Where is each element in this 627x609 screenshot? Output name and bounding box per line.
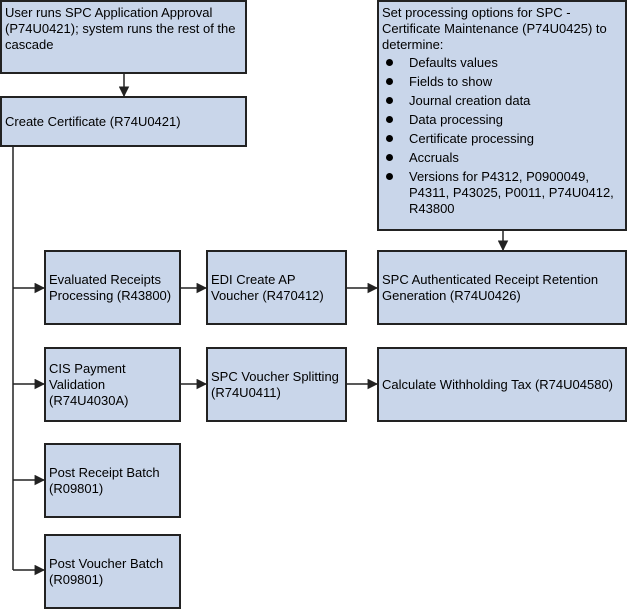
post-receipt-text: Post Receipt Batch (R09801) xyxy=(49,464,160,496)
option-item: Versions for P4312, P0900049, P4311, P43… xyxy=(382,169,622,217)
option-item: Fields to show xyxy=(382,74,622,90)
evaluated-receipts-text: Evaluated Receipts Processing (R43800) xyxy=(49,271,172,303)
evaluated-receipts-box: Evaluated Receipts Processing (R43800) xyxy=(44,250,181,325)
cis-payment-text: CIS Payment Validation (R74U4030A) xyxy=(49,360,129,408)
processing-options-title: Set processing options for SPC - Certifi… xyxy=(382,5,607,52)
post-voucher-text: Post Voucher Batch (R09801) xyxy=(49,555,164,587)
processing-options-box: Set processing options for SPC - Certifi… xyxy=(377,0,627,231)
spc-voucher-text: SPC Voucher Splitting (R74U0411) xyxy=(211,368,339,400)
option-item: Data processing xyxy=(382,112,622,128)
edi-create-ap-text: EDI Create AP Voucher (R470412) xyxy=(211,271,324,303)
option-item: Defaults values xyxy=(382,55,622,71)
processing-options-list: Defaults values Fields to show Journal c… xyxy=(382,55,622,217)
create-certificate-text: Create Certificate (R74U0421) xyxy=(5,113,181,129)
spc-retention-box: SPC Authenticated Receipt Retention Gene… xyxy=(377,250,627,325)
edi-create-ap-box: EDI Create AP Voucher (R470412) xyxy=(206,250,347,325)
post-voucher-box: Post Voucher Batch (R09801) xyxy=(44,534,181,609)
cis-payment-box: CIS Payment Validation (R74U4030A) xyxy=(44,347,181,422)
spc-voucher-box: SPC Voucher Splitting (R74U0411) xyxy=(206,347,347,422)
option-item: Certificate processing xyxy=(382,131,622,147)
option-item: Journal creation data xyxy=(382,93,622,109)
user-runs-approval-text: User runs SPC Application Approval (P74U… xyxy=(5,5,236,52)
withholding-tax-box: Calculate Withholding Tax (R74U04580) xyxy=(377,347,627,422)
withholding-tax-text: Calculate Withholding Tax (R74U04580) xyxy=(382,376,613,392)
post-receipt-box: Post Receipt Batch (R09801) xyxy=(44,443,181,518)
spc-retention-text: SPC Authenticated Receipt Retention Gene… xyxy=(382,271,599,303)
create-certificate-box: Create Certificate (R74U0421) xyxy=(0,96,247,147)
option-item: Accruals xyxy=(382,150,622,166)
user-runs-approval-box: User runs SPC Application Approval (P74U… xyxy=(0,0,247,74)
